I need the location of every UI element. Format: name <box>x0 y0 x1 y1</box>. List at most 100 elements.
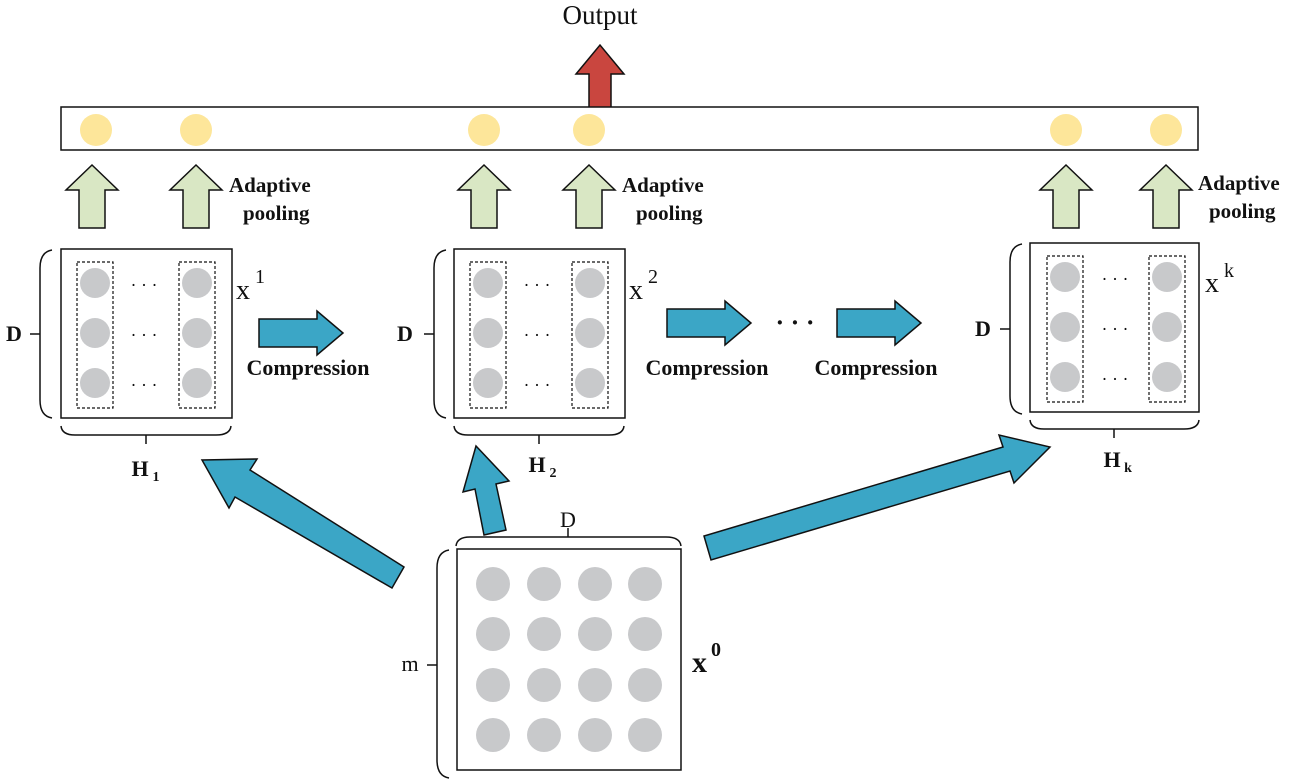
pooling-label: pooling <box>636 201 703 225</box>
pooling-arrow <box>1138 163 1194 229</box>
input-width-label: D <box>560 507 576 532</box>
pooled-node <box>573 114 605 146</box>
input-matrix: D m x 0 <box>401 507 721 779</box>
depth-bracket <box>39 249 53 419</box>
input-node <box>628 718 662 752</box>
width-subscript: 2 <box>550 466 557 481</box>
pooling-label: Adaptive <box>229 173 311 197</box>
pooled-output-bar <box>60 106 1199 151</box>
feature-node <box>1152 262 1182 292</box>
feature-column <box>178 261 216 409</box>
input-node <box>578 567 612 601</box>
width-label: H <box>528 452 545 477</box>
ellipsis: · · · <box>524 275 551 295</box>
input-node <box>527 617 561 651</box>
feature-node <box>80 368 110 398</box>
input-node <box>578 668 612 702</box>
pooling-arrow <box>168 163 224 229</box>
input-node <box>527 668 561 702</box>
pooled-node <box>468 114 500 146</box>
output-arrow <box>574 43 626 109</box>
feature-column <box>76 261 114 409</box>
input-matrix-superscript: 0 <box>711 639 721 661</box>
ellipsis: · · · <box>524 325 551 345</box>
feature-node <box>575 368 605 398</box>
feature-map-symbol: x <box>236 275 250 306</box>
input-node <box>476 567 510 601</box>
width-subscript: 1 <box>153 470 160 485</box>
feature-map-superscript: 1 <box>255 266 265 288</box>
input-node <box>628 567 662 601</box>
input-node <box>476 718 510 752</box>
feature-node <box>1050 312 1080 342</box>
pooling-arrow <box>1038 163 1094 229</box>
feature-node <box>1152 362 1182 392</box>
width-subscript: k <box>1124 461 1132 476</box>
width-bracket <box>1029 419 1200 430</box>
input-height-label: m <box>401 651 418 676</box>
input-node <box>476 668 510 702</box>
feature-map-hk: D · · · · · · · · · x k H k <box>975 242 1234 476</box>
ellipsis: · · · <box>524 375 551 395</box>
feature-node <box>1050 262 1080 292</box>
feature-node <box>182 318 212 348</box>
ellipsis: · · · <box>1102 319 1129 339</box>
output-label: Output <box>562 0 638 30</box>
input-node <box>578 718 612 752</box>
pooling-label: pooling <box>243 201 310 225</box>
ellipsis: · · · <box>131 325 158 345</box>
ellipsis: · · · <box>1102 369 1129 389</box>
feature-node <box>80 318 110 348</box>
compression-label: Compression <box>246 355 369 380</box>
pooled-node <box>80 114 112 146</box>
depth-label: D <box>397 321 413 346</box>
input-height-bracket <box>436 549 450 779</box>
feature-node <box>473 318 503 348</box>
depth-label: D <box>975 316 991 341</box>
width-bracket <box>453 425 625 436</box>
input-matrix-symbol: x <box>692 646 707 679</box>
input-node <box>527 567 561 601</box>
feature-column <box>571 261 609 409</box>
feature-column <box>1148 255 1186 403</box>
compression-label: Compression <box>645 355 768 380</box>
feature-column <box>1046 255 1084 403</box>
feature-map-h2: D · · · · · · · · · x 2 H 2 <box>397 248 658 481</box>
feature-column <box>469 261 507 409</box>
pooling-arrow <box>561 163 617 229</box>
compression-arrow <box>666 299 753 347</box>
feature-map-symbol: x <box>629 275 643 306</box>
input-node <box>476 617 510 651</box>
pooling-label: Adaptive <box>622 173 704 197</box>
input-node <box>628 668 662 702</box>
width-label: H <box>1103 447 1120 472</box>
feature-node <box>575 318 605 348</box>
feature-map-h1: D · · · · · · · · · x 1 H 1 <box>6 248 265 485</box>
input-node <box>527 718 561 752</box>
input-node <box>628 617 662 651</box>
pooled-node <box>1050 114 1082 146</box>
depth-label: D <box>6 321 22 346</box>
feature-node <box>1050 362 1080 392</box>
feature-node <box>473 368 503 398</box>
feature-map-symbol: x <box>1205 268 1219 299</box>
feature-map-superscript: 2 <box>648 266 658 288</box>
depth-bracket <box>1009 243 1023 415</box>
ellipsis: · · · <box>1102 269 1129 289</box>
feature-node <box>575 268 605 298</box>
feature-node <box>80 268 110 298</box>
pooled-node <box>180 114 212 146</box>
input-width-bracket <box>455 536 682 547</box>
feature-node <box>182 268 212 298</box>
ellipsis-between-blocks: · · · <box>775 308 814 337</box>
feature-node <box>473 268 503 298</box>
feature-node <box>1152 312 1182 342</box>
depth-bracket <box>433 249 447 419</box>
compression-arrow <box>258 309 345 357</box>
ellipsis: · · · <box>131 375 158 395</box>
pooling-label: pooling <box>1209 199 1276 223</box>
ellipsis: · · · <box>131 275 158 295</box>
feature-map-superscript: k <box>1224 260 1234 282</box>
input-node <box>578 617 612 651</box>
